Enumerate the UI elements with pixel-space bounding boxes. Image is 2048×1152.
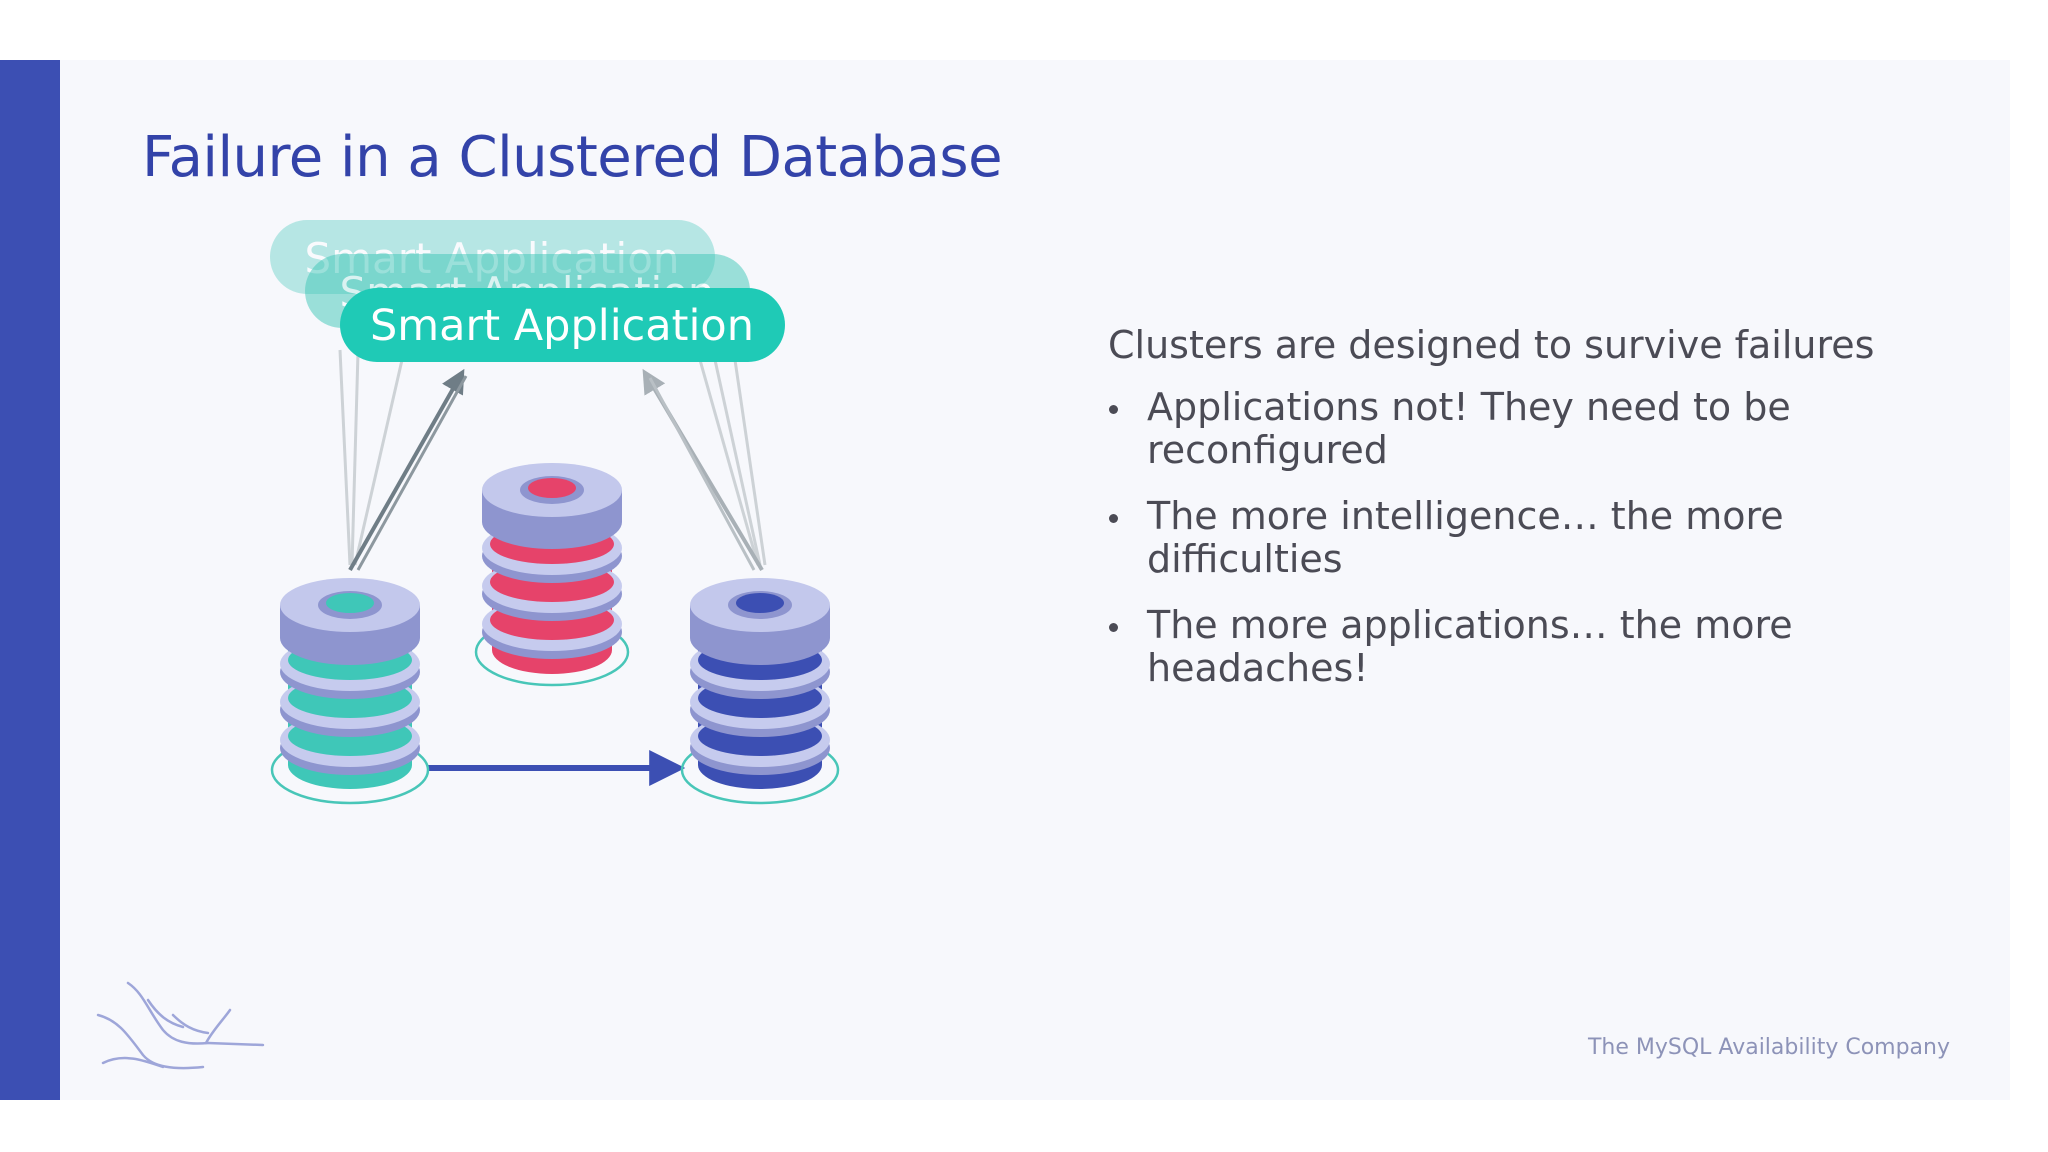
faded-links	[338, 349, 767, 566]
bullet-item: The more applications… the more headache…	[1108, 604, 1958, 690]
failed-database-icon	[474, 463, 630, 687]
arrow-left-to-app	[348, 368, 465, 571]
bullet-dot-icon	[1109, 623, 1118, 632]
footer-tagline: The MySQL Availability Company	[1587, 1035, 1950, 1060]
bullet-dot-icon	[1109, 514, 1118, 523]
slide-title: Failure in a Clustered Database	[142, 125, 1003, 190]
slide: Failure in a Clustered Database	[0, 60, 2010, 1100]
cluster-diagram: Smart Application Smart Application Smar…	[270, 220, 840, 805]
accent-bar	[0, 60, 60, 1100]
arrow-left-to-app-2	[356, 375, 468, 571]
bullet-item: The more intelligence… the more difficul…	[1108, 495, 1958, 581]
swans-logo-icon	[96, 981, 265, 1070]
right-database-icon	[680, 578, 840, 805]
lead-text: Clusters are designed to survive failure…	[1108, 323, 1875, 367]
app-pill-front: Smart Application	[340, 288, 785, 362]
bullet-text: Applications not! They need to be reconf…	[1147, 385, 1791, 472]
app-label-front: Smart Application	[370, 301, 754, 351]
bullet-item: Applications not! They need to be reconf…	[1108, 386, 1958, 472]
bullet-dot-icon	[1109, 405, 1118, 414]
arrow-right-to-app-2	[648, 377, 756, 571]
bullet-text: The more intelligence… the more difficul…	[1147, 494, 1784, 581]
bullet-list: Applications not! They need to be reconf…	[1108, 386, 1958, 690]
bullet-text: The more applications… the more headache…	[1147, 603, 1793, 690]
bullet-content: Clusters are designed to survive failure…	[1108, 322, 1958, 713]
left-database-icon	[270, 578, 430, 805]
